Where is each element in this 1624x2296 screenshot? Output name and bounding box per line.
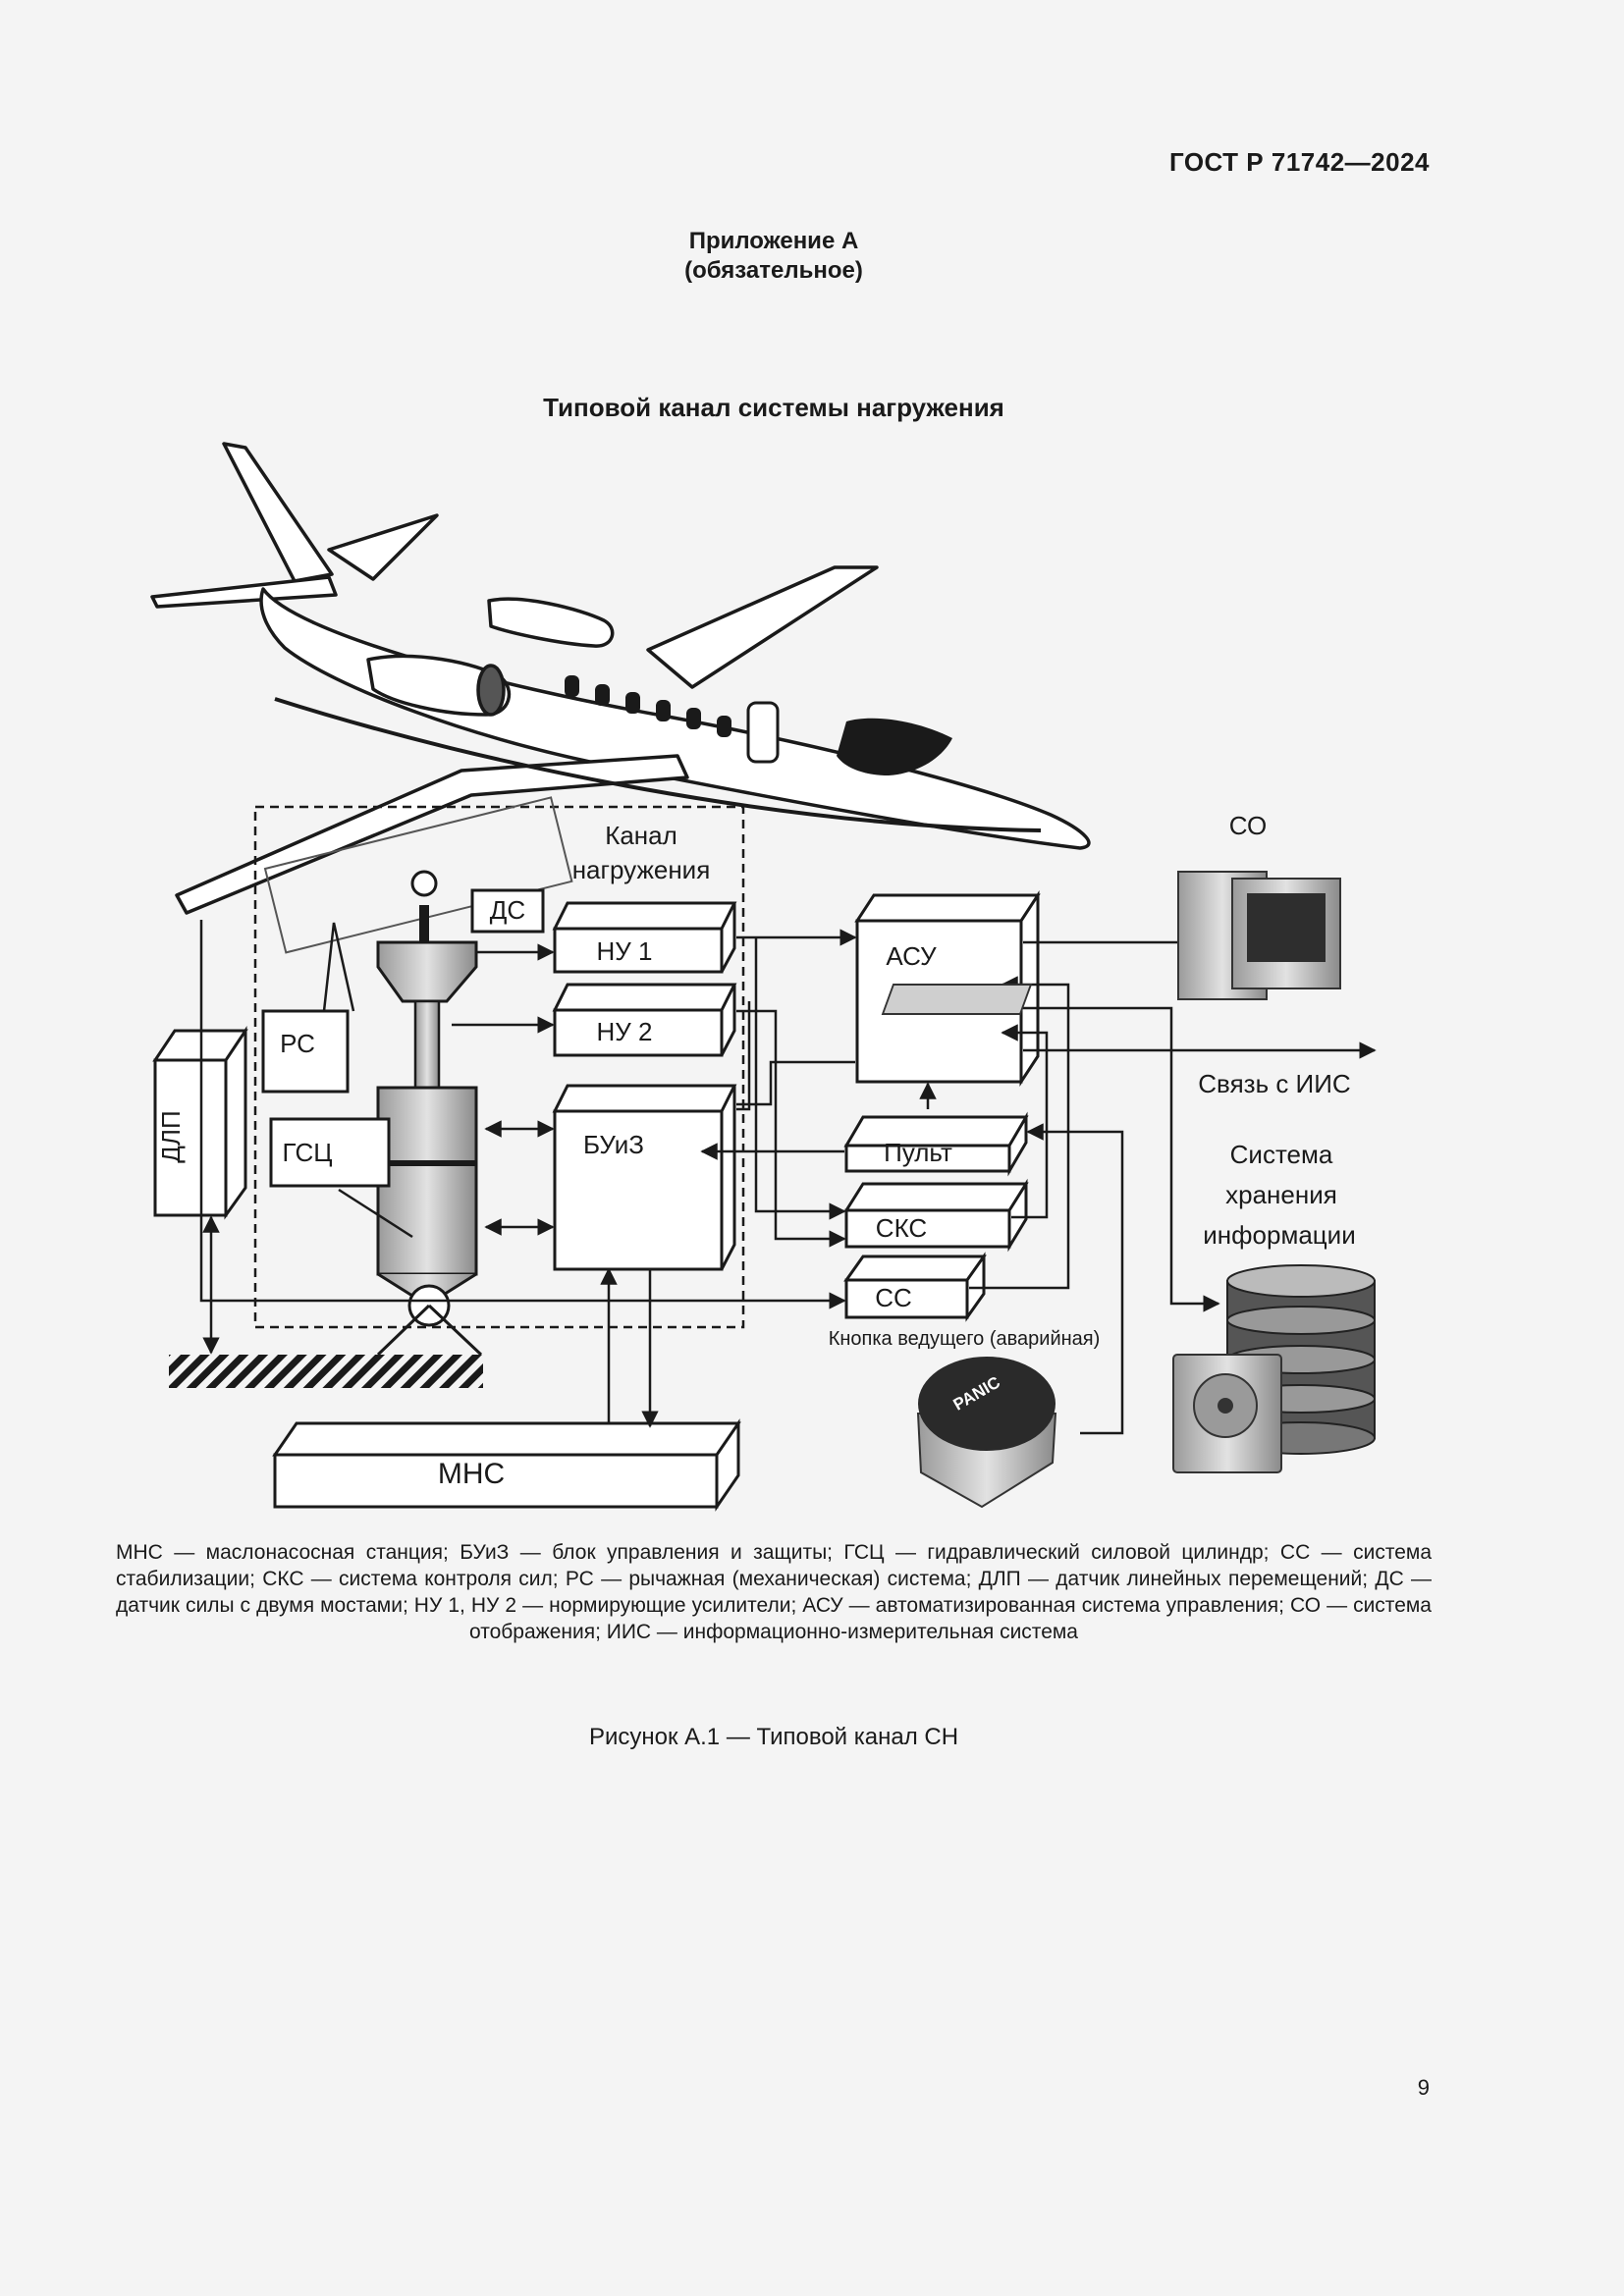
asu-label: АСУ — [886, 941, 937, 971]
nu1-block — [553, 927, 724, 974]
rs-label: РС — [280, 1029, 315, 1058]
nu1-label: НУ 1 — [597, 936, 653, 966]
gsc-label: ГСЦ — [283, 1138, 333, 1167]
figure-title: Типовой канал системы нагружения — [543, 393, 1004, 422]
figure-caption: Рисунок А.1 — Типовой канал СН — [588, 1724, 959, 1750]
channel-label-line1: Канал — [605, 821, 677, 850]
nu2-label: НУ 2 — [597, 1017, 653, 1046]
storage-label-line3: информации — [1203, 1220, 1355, 1250]
dlp-label: ДЛП — [156, 1110, 186, 1162]
page-number: 9 — [1417, 2075, 1430, 2100]
so-label: СО — [1229, 811, 1267, 840]
nu2-block — [553, 1008, 724, 1057]
buiz-label: БУиЗ — [583, 1130, 644, 1159]
dlp-block — [153, 1058, 228, 1217]
pult-block — [844, 1144, 1011, 1173]
buiz-block — [553, 1109, 724, 1271]
ds-block — [470, 888, 545, 934]
panic-button-icon — [916, 1357, 1057, 1509]
storage-label-line2: хранения — [1225, 1180, 1337, 1209]
airplane-icon — [150, 442, 1091, 915]
ss-label: СС — [875, 1283, 912, 1312]
mns-block — [273, 1453, 719, 1509]
ss-block — [844, 1278, 969, 1319]
channel-label-line2: нагружения — [572, 855, 711, 884]
panic-caption: Кнопка ведущего (аварийная) — [829, 1328, 1101, 1350]
computer-icon — [881, 871, 1341, 1015]
document-code: ГОСТ Р 71742—2024 — [1168, 147, 1430, 177]
mns-label: МНС — [438, 1458, 505, 1490]
sks-label: СКС — [876, 1213, 927, 1243]
figure-legend: МНС — маслонасосная станция; БУиЗ — блок… — [116, 1541, 1432, 1643]
iis-link-label: Связь с ИИС — [1198, 1069, 1350, 1098]
rs-block — [261, 1009, 350, 1094]
gsc-block — [269, 1117, 391, 1188]
storage-label-line1: Система — [1230, 1140, 1333, 1169]
pult-label: Пульт — [884, 1138, 952, 1167]
hard-disk-icon — [1172, 1354, 1282, 1473]
appendix-title: Приложение А — [688, 228, 859, 254]
sks-block — [844, 1208, 1011, 1249]
ds-label: ДС — [490, 895, 525, 925]
appendix-status: (обязательное) — [684, 257, 863, 284]
